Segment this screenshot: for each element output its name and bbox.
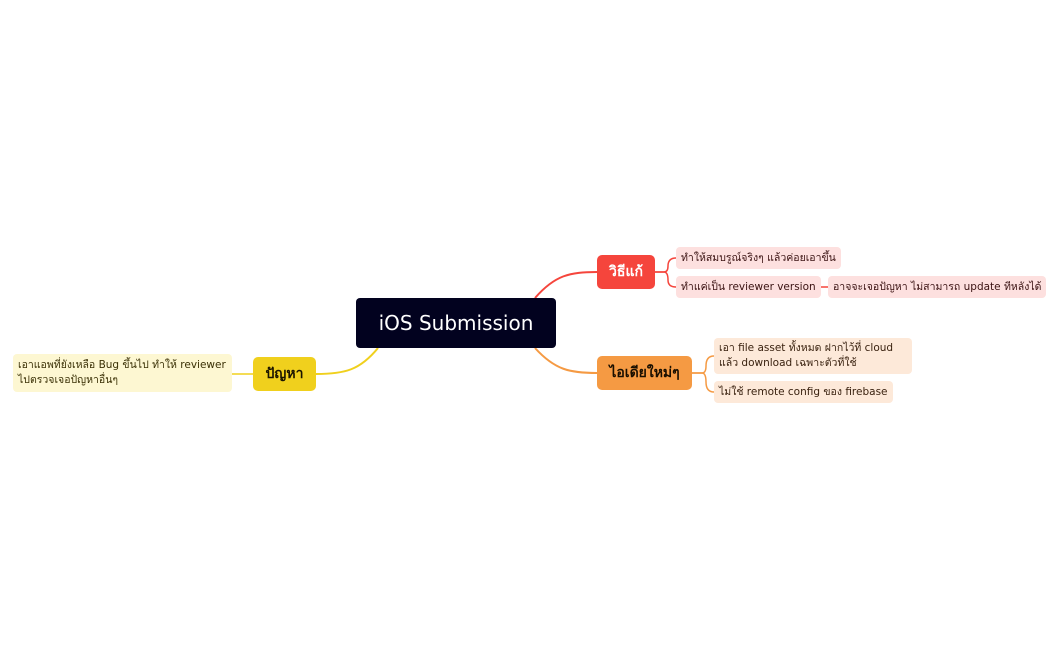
subtopic-label: อาจจะเจอปัญหา ไม่สามารถ update ทีหลังได้ <box>833 280 1042 293</box>
root-topic[interactable]: iOS Submission <box>356 298 556 348</box>
subtopic-label: ทำให้สมบรูณ์จริงๆ แล้วค่อยเอาขึ้น <box>681 251 836 264</box>
root-topic-label: iOS Submission <box>378 311 534 335</box>
subtopic-label: ไม่ใช้ remote config ของ firebase <box>719 385 888 398</box>
subtopic-solution-2[interactable]: ทำแค่เป็น reviewer version <box>676 276 821 298</box>
topic-problem-label: ปัญหา <box>265 366 304 382</box>
connector-solution-child-2 <box>655 271 677 288</box>
topic-ideas-label: ไอเดียใหม่ๆ <box>609 365 680 381</box>
connector-solution-child-1 <box>655 257 677 273</box>
subtopic-label: ทำแค่เป็น reviewer version <box>681 280 816 293</box>
topic-solution-label: วิธีแก้ <box>609 264 643 280</box>
subtopic-ideas-2[interactable]: ไม่ใช้ remote config ของ firebase <box>714 381 893 403</box>
connector-root-ideas <box>534 347 598 374</box>
subtopic-solution-2-detail[interactable]: อาจจะเจอปัญหา ไม่สามารถ update ทีหลังได้ <box>828 276 1047 298</box>
topic-problem[interactable]: ปัญหา <box>253 357 316 391</box>
connector-ideas-child-2 <box>692 372 715 393</box>
subtopic-label: เอา file asset ทั้งหมด ฝากไว้ที่ cloud แ… <box>719 342 894 369</box>
topic-solution[interactable]: วิธีแก้ <box>597 255 655 289</box>
connector-ideas-child-1 <box>692 355 715 374</box>
connector-root-solution <box>534 271 598 299</box>
subtopic-solution-1[interactable]: ทำให้สมบรูณ์จริงๆ แล้วค่อยเอาขึ้น <box>676 247 841 269</box>
connector-root-problem <box>315 347 379 375</box>
subtopic-label: เอาแอพที่ยังเหลือ Bug ขึ้นไป ทำให้ revie… <box>18 359 226 386</box>
subtopic-problem-1[interactable]: เอาแอพที่ยังเหลือ Bug ขึ้นไป ทำให้ revie… <box>13 354 232 392</box>
subtopic-ideas-1[interactable]: เอา file asset ทั้งหมด ฝากไว้ที่ cloud แ… <box>714 338 912 374</box>
topic-ideas[interactable]: ไอเดียใหม่ๆ <box>597 356 692 390</box>
